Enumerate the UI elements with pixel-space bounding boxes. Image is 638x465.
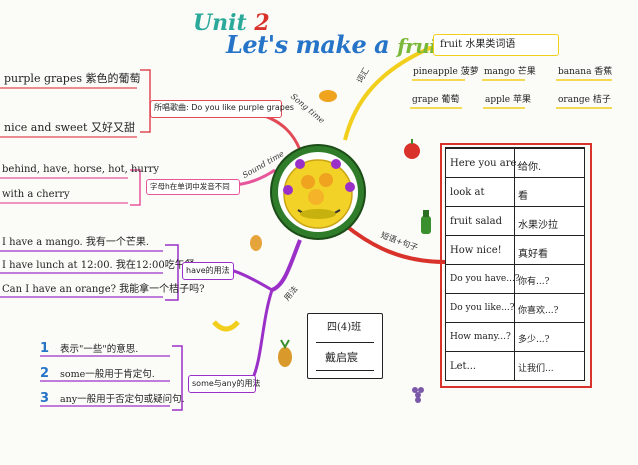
table-row: How nice!真好看	[446, 235, 584, 265]
vocab-item: mango 芒果	[484, 67, 536, 77]
fruit-vocab-heading: fruit 水果类词语	[433, 34, 559, 56]
phrase-table-frame	[440, 143, 592, 388]
fruit-salad-bowl-icon	[270, 144, 366, 240]
apple-icon	[404, 139, 420, 159]
number-badge: 2	[40, 366, 50, 381]
song-time-label: 所唱歌曲: Do you like purple grapes	[150, 100, 294, 118]
some-any-label: some与any的用法	[188, 375, 260, 393]
pineapple-icon	[278, 339, 292, 367]
some-any-item: 表示"一些"的意思.	[60, 344, 139, 355]
some-any-item: any一般用于否定句或疑问句.	[60, 394, 185, 405]
name-card: 四(4)班 戴启宸	[307, 313, 383, 379]
vocab-item: pineapple 菠萝	[413, 67, 479, 77]
vocab-item: apple 苹果	[485, 95, 531, 105]
have-usage-label: have的用法	[182, 262, 234, 280]
vocab-item: banana 香蕉	[558, 67, 613, 77]
vocab-item: orange 桔子	[558, 95, 611, 105]
mango-icon	[319, 90, 337, 102]
some-any-item: some一般用于肯定句.	[60, 369, 155, 380]
have-line: I have lunch at 12:00. 我在12:00吃午餐.	[2, 260, 198, 271]
have-line: I have a mango. 我有一个芒果.	[2, 237, 150, 248]
pear-icon	[250, 235, 262, 251]
vocab-item: grape 葡萄	[412, 95, 460, 105]
number-badge: 1	[40, 341, 50, 356]
song-line: purple grapes 紫色的葡萄	[4, 72, 141, 85]
table-row: How many...?多少...?	[446, 322, 584, 352]
sound-time-label: 字母h在单词中发音不同	[146, 179, 240, 195]
table-row: Do you have...?你有...?	[446, 264, 584, 294]
unit-title: Unit 2	[193, 10, 270, 36]
table-row: Let...让我们...	[446, 351, 584, 381]
grape-icon	[412, 387, 424, 403]
sound-line: behind, have, horse, hot, hurry	[2, 164, 160, 175]
number-badge: 3	[40, 391, 50, 406]
table-row: Here you are.给你.	[446, 148, 584, 178]
have-line: Can I have an orange? 我能拿一个桔子吗?	[2, 284, 205, 295]
song-line: nice and sweet 又好又甜	[4, 121, 135, 134]
sound-line: with a cherry	[2, 189, 70, 200]
table-row: Do you like...?你喜欢...?	[446, 293, 584, 323]
bottle-icon	[421, 210, 431, 234]
banana-icon	[212, 320, 240, 332]
